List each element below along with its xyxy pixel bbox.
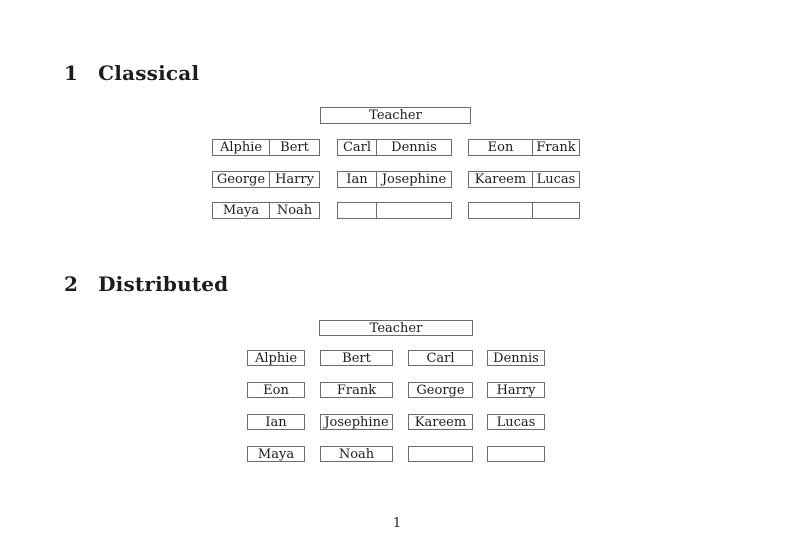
desk-empty-2 bbox=[468, 202, 580, 219]
seat-bert: Bert bbox=[320, 350, 393, 366]
desk-seat-right bbox=[533, 203, 579, 218]
seat-empty-2 bbox=[487, 446, 545, 462]
section-number: 2 bbox=[64, 272, 79, 296]
seat-label: Carl bbox=[426, 350, 455, 366]
desk-seat-right: Noah bbox=[276, 203, 313, 218]
seat-noah: Noah bbox=[320, 446, 393, 462]
seat-harry: Harry bbox=[487, 382, 545, 398]
seat-label: Alphie bbox=[254, 350, 298, 366]
seat-kareem: Kareem bbox=[408, 414, 473, 430]
desk-carl-dennis: Carl Dennis bbox=[337, 139, 452, 156]
seat-george: George bbox=[408, 382, 473, 398]
desk-seat-left: George bbox=[213, 172, 270, 187]
teacher-box-distributed: Teacher bbox=[319, 320, 473, 336]
desk-seat-right bbox=[377, 203, 451, 218]
desk-seat-left: Kareem bbox=[469, 172, 533, 187]
seat-label: Noah bbox=[338, 446, 375, 462]
section-heading-classical: 1 Classical bbox=[64, 62, 199, 84]
seat-label: Frank bbox=[336, 382, 377, 398]
seat-label: Kareem bbox=[414, 414, 467, 430]
desk-seat-right: Harry bbox=[275, 172, 314, 187]
seat-frank: Frank bbox=[320, 382, 393, 398]
desk-empty-1 bbox=[337, 202, 452, 219]
seat-empty-1 bbox=[408, 446, 473, 462]
section-number: 1 bbox=[64, 61, 79, 85]
section-heading-distributed: 2 Distributed bbox=[64, 273, 228, 295]
section-title: Distributed bbox=[98, 272, 229, 296]
seat-label: Lucas bbox=[496, 414, 536, 430]
seat-label: Dennis bbox=[493, 350, 539, 366]
seat-carl: Carl bbox=[408, 350, 473, 366]
desk-seat-left: Maya bbox=[213, 203, 270, 218]
desk-seat-left: Ian bbox=[338, 172, 377, 187]
seat-label: Maya bbox=[257, 446, 295, 462]
seat-label: Josephine bbox=[324, 414, 389, 430]
section-title: Classical bbox=[98, 61, 200, 85]
seat-label: Ian bbox=[265, 414, 287, 430]
desk-alphie-bert: Alphie Bert bbox=[212, 139, 320, 156]
seat-lucas: Lucas bbox=[487, 414, 545, 430]
seat-maya: Maya bbox=[247, 446, 305, 462]
desk-ian-josephine: Ian Josephine bbox=[337, 171, 452, 188]
seat-alphie: Alphie bbox=[247, 350, 305, 366]
desk-seat-left bbox=[469, 203, 533, 218]
seat-eon: Eon bbox=[247, 382, 305, 398]
desk-seat-right: Josephine bbox=[381, 172, 447, 187]
seat-ian: Ian bbox=[247, 414, 305, 430]
desk-seat-left: Carl bbox=[338, 140, 377, 155]
seat-label: Eon bbox=[263, 382, 289, 398]
desk-seat-left: Alphie bbox=[213, 140, 270, 155]
desk-seat-right: Frank bbox=[536, 140, 576, 155]
seat-dennis: Dennis bbox=[487, 350, 545, 366]
desk-eon-frank: Eon Frank bbox=[468, 139, 580, 156]
desk-george-harry: George Harry bbox=[212, 171, 320, 188]
seat-josephine: Josephine bbox=[320, 414, 393, 430]
desk-maya-noah: Maya Noah bbox=[212, 202, 320, 219]
teacher-label: Teacher bbox=[369, 108, 422, 123]
desk-seat-left bbox=[338, 203, 377, 218]
desk-kareem-lucas: Kareem Lucas bbox=[468, 171, 580, 188]
teacher-label: Teacher bbox=[369, 320, 423, 336]
desk-seat-right: Dennis bbox=[391, 140, 437, 155]
teacher-box-classical: Teacher bbox=[320, 107, 471, 124]
page-number: 1 bbox=[392, 516, 402, 531]
desk-seat-right: Bert bbox=[280, 140, 309, 155]
desk-seat-right: Lucas bbox=[536, 172, 576, 187]
desk-seat-left: Eon bbox=[469, 140, 533, 155]
seat-label: Bert bbox=[342, 350, 371, 366]
seat-label: Harry bbox=[496, 382, 536, 398]
seat-label: George bbox=[416, 382, 465, 398]
